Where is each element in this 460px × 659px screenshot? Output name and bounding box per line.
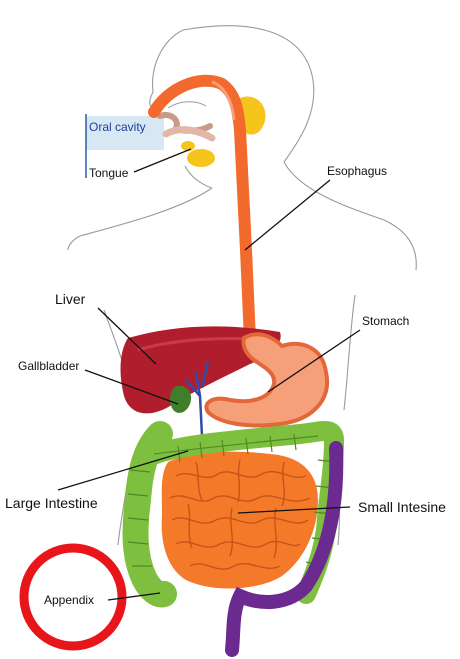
liver-leader [97, 307, 157, 365]
leader-lines [57, 148, 361, 601]
small-intestine-leader [237, 506, 351, 514]
head-details [157, 101, 216, 142]
esophagus-leader [244, 179, 331, 251]
esophagus [148, 74, 256, 346]
labels: Oral cavity Tongue Esophagus Liver Stoma… [5, 120, 446, 607]
esophagus-label: Esophagus [327, 164, 387, 178]
appendix-label: Appendix [44, 593, 94, 607]
appendix-leader [107, 592, 161, 601]
small-intestine-label: Small Intesine [358, 499, 446, 515]
large-intestine-leader [57, 450, 189, 491]
salivary-glands [181, 96, 266, 167]
small-intestine [161, 451, 318, 589]
stomach-leader [267, 329, 361, 393]
appendix-highlight-circle [19, 543, 127, 651]
stomach [204, 332, 330, 428]
gallbladder [169, 385, 192, 413]
gallbladder-leader [84, 369, 179, 405]
oral-cavity-label: Oral cavity [89, 120, 146, 134]
gallbladder-label: Gallbladder [18, 359, 79, 373]
stomach-label: Stomach [362, 314, 409, 328]
tongue-label: Tongue [89, 166, 129, 180]
rectum [225, 441, 344, 657]
large-intestine-label: Large Intestine [5, 495, 98, 511]
tongue-leader [133, 148, 192, 173]
liver-label: Liver [55, 291, 86, 307]
oral-cavity-box [85, 114, 164, 178]
bile-ducts [185, 361, 210, 437]
